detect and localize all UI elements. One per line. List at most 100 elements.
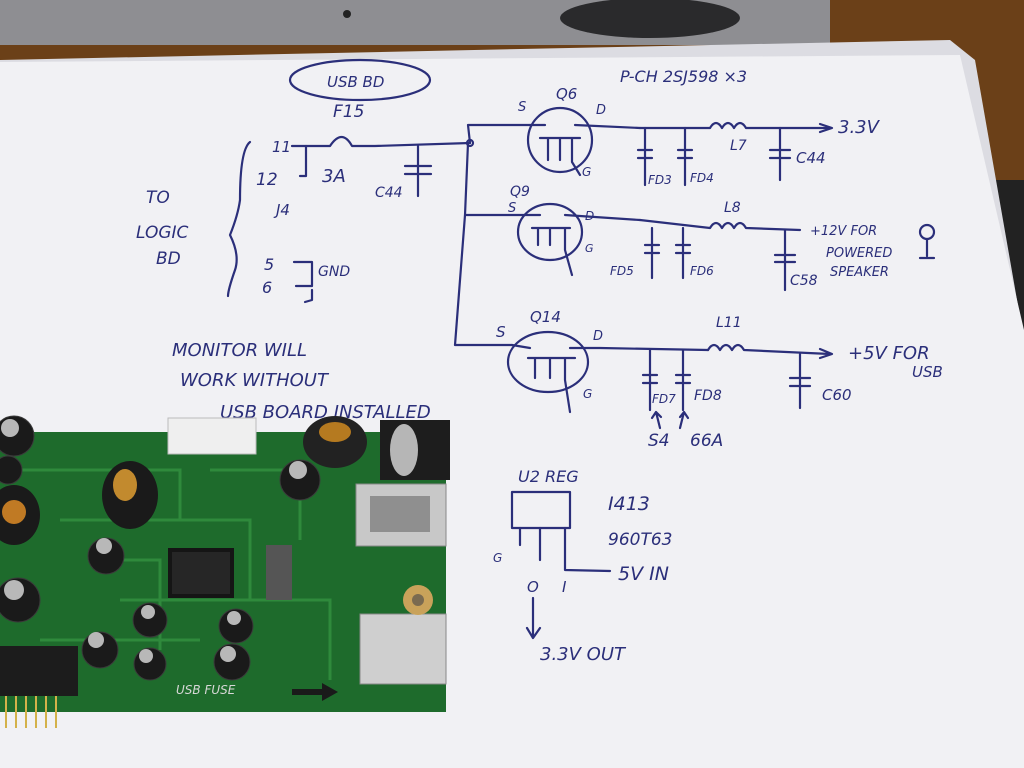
q6-gate-label: G bbox=[582, 165, 591, 179]
note-line-2: WORK WITHOUT bbox=[180, 370, 330, 391]
fd7-fd8-diodes bbox=[641, 348, 692, 412]
l7-label: L7 bbox=[730, 138, 747, 154]
fd5-label: FD5 bbox=[610, 264, 634, 278]
usb-bd-ellipse bbox=[288, 58, 432, 102]
connector-brace bbox=[226, 140, 252, 298]
gnd-label: GND bbox=[318, 264, 350, 280]
bd-label: BD bbox=[156, 249, 181, 269]
q6-source-label: S bbox=[518, 100, 526, 115]
powered-label: POWERED bbox=[826, 246, 892, 261]
q6-transistor bbox=[526, 106, 594, 174]
v33-arrow bbox=[818, 122, 834, 134]
mounting-hole-center bbox=[412, 594, 424, 606]
u2-pins bbox=[518, 526, 612, 573]
u2-pin-o-label: O bbox=[527, 578, 539, 596]
dc-jack-barrel bbox=[390, 424, 418, 476]
logic-label: LOGIC bbox=[136, 223, 189, 243]
c60-label: C60 bbox=[822, 386, 852, 404]
s4-arrows bbox=[650, 410, 690, 430]
pin-header bbox=[0, 646, 78, 696]
u2-pin-i-label: I bbox=[562, 578, 567, 596]
l11-label: L11 bbox=[716, 315, 742, 331]
usb-b-port bbox=[359, 613, 447, 685]
inductor-coil bbox=[319, 422, 351, 442]
q6-output-wire bbox=[638, 121, 832, 130]
c58-label: C58 bbox=[790, 273, 818, 289]
schematic-wiring bbox=[226, 58, 936, 640]
usb-bd-label: USB BD bbox=[327, 73, 384, 91]
q6-drain-label: D bbox=[596, 103, 606, 118]
equipment-knob bbox=[560, 0, 740, 38]
usb-a-opening bbox=[370, 496, 430, 532]
fd7-label: FD7 bbox=[652, 392, 676, 406]
q9-label: Q9 bbox=[510, 184, 530, 200]
fd8-label: FD8 bbox=[694, 388, 722, 404]
pin6-label: 6 bbox=[262, 278, 272, 297]
pin-header-pins bbox=[5, 696, 57, 728]
gnd-wire bbox=[292, 260, 314, 304]
input-cap bbox=[403, 144, 433, 198]
date-code-label: 960T63 bbox=[608, 530, 672, 550]
capacitor-tops bbox=[1, 419, 307, 663]
q9-drain-label: D bbox=[585, 209, 594, 223]
note-line-3: USB BOARD INSTALLED bbox=[220, 402, 431, 423]
v33-label: 3.3V bbox=[838, 117, 881, 138]
q6-label: Q6 bbox=[556, 85, 577, 103]
q14-internals bbox=[510, 343, 710, 414]
q14-gate-label: G bbox=[583, 387, 592, 401]
q14-label: Q14 bbox=[530, 308, 561, 326]
fd3-fd4-diodes bbox=[636, 126, 694, 187]
q9-output-wire bbox=[638, 218, 802, 232]
amp-3a-label: 3A bbox=[322, 166, 346, 187]
pin11-label: 11 bbox=[272, 138, 291, 156]
q9-source-label: S bbox=[508, 201, 516, 216]
q6-internals bbox=[528, 123, 642, 177]
fd6-label: FD6 bbox=[690, 264, 714, 278]
pch-note: P-CH 2SJ598 ×3 bbox=[620, 67, 747, 86]
equipment-hole bbox=[343, 10, 351, 18]
vout-label: 3.3V OUT bbox=[540, 644, 627, 665]
controller-chip-top bbox=[172, 552, 230, 594]
c60-cap bbox=[788, 352, 812, 410]
66a-label: 66A bbox=[690, 431, 723, 451]
v5-label: +5V FOR bbox=[848, 343, 930, 364]
usb-pcb: USB FUSE bbox=[0, 415, 450, 728]
c44-right-label: C44 bbox=[796, 149, 826, 167]
q9-transistor bbox=[516, 202, 584, 262]
speaker-label: SPEAKER bbox=[830, 265, 889, 280]
c44-left-label: C44 bbox=[375, 185, 403, 201]
to-label: TO bbox=[146, 188, 170, 208]
fd5-fd6-diodes bbox=[643, 226, 692, 280]
s4-label: S4 bbox=[648, 431, 670, 451]
u2-pin-g-label: G bbox=[493, 551, 502, 565]
arrow-marker bbox=[292, 683, 338, 701]
c44-right-cap bbox=[768, 126, 792, 182]
main-bus bbox=[453, 123, 532, 347]
toroid-edge-coil bbox=[2, 500, 26, 524]
fuse-wire bbox=[304, 135, 472, 148]
v12-label: +12V FOR bbox=[810, 224, 877, 239]
j4-label: J4 bbox=[273, 201, 290, 219]
fd3-label: FD3 bbox=[648, 173, 672, 187]
toroid-left-coil bbox=[113, 469, 137, 501]
q14-source-label: S bbox=[496, 323, 506, 341]
q9-gate-label: G bbox=[585, 242, 594, 255]
c58-cap bbox=[773, 228, 797, 292]
q9-internals bbox=[523, 213, 642, 277]
u2-reg-label: U2 REG bbox=[518, 467, 579, 486]
q14-transistor bbox=[506, 330, 590, 394]
crystal bbox=[266, 545, 292, 600]
pcb-traces bbox=[20, 468, 332, 680]
l8-label: L8 bbox=[724, 200, 741, 216]
pcb-fuse-silkscreen: USB FUSE bbox=[176, 683, 236, 697]
fuse-label: F15 bbox=[333, 102, 364, 122]
note-line-1: MONITOR WILL bbox=[172, 340, 307, 361]
q14-output-wire bbox=[706, 343, 834, 360]
header-connector bbox=[167, 417, 257, 455]
handwritten-labels: USB BD F15 P-CH 2SJ598 ×3 Q6 S D G 11 12… bbox=[136, 67, 943, 665]
speaker-ground bbox=[918, 237, 936, 260]
vin-label: 5V IN bbox=[618, 563, 669, 585]
pin5-label: 5 bbox=[264, 255, 274, 274]
vout-arrow bbox=[525, 596, 542, 640]
